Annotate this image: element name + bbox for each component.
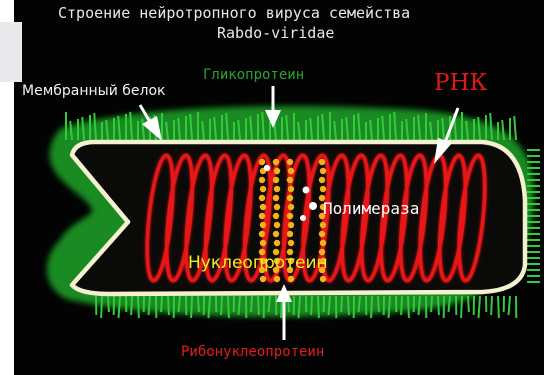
spike xyxy=(468,296,469,312)
spike xyxy=(401,296,402,315)
spike xyxy=(258,296,259,315)
spike xyxy=(479,296,481,318)
nucleoprotein-dot xyxy=(288,276,294,282)
nucleoprotein-dot xyxy=(259,177,265,183)
nucleoprotein-dot xyxy=(259,213,265,219)
nucleoprotein-dot xyxy=(274,204,280,210)
nucleoprotein-dot xyxy=(273,177,279,183)
nucleoprotein-dot xyxy=(287,159,293,165)
spike xyxy=(514,116,516,140)
nucleoprotein-dot xyxy=(320,186,326,192)
title-line-1: Строение нейротропного вируса семейства xyxy=(58,6,410,21)
nucleoprotein-dot xyxy=(287,231,293,237)
nucleoprotein-dot xyxy=(287,195,293,201)
nucleoprotein-dot xyxy=(288,204,294,210)
spike xyxy=(191,296,192,318)
title-line-2: Rabdo-viridae xyxy=(217,26,334,41)
nucleoprotein-dot xyxy=(259,195,265,201)
nucleoprotein-dot xyxy=(260,186,266,192)
label-ribonucleoprotein: Рибонуклеопротеин xyxy=(181,345,324,359)
spike xyxy=(491,296,492,315)
spike xyxy=(461,296,462,318)
nucleoprotein-dot xyxy=(288,222,294,228)
spike xyxy=(498,296,499,318)
spike xyxy=(131,296,132,315)
nucleoprotein-dot xyxy=(319,159,325,165)
nucleoprotein-dot xyxy=(320,240,326,246)
nucleoprotein-dot xyxy=(274,240,280,246)
nucleoprotein-dot xyxy=(320,276,326,282)
nucleoprotein-dot xyxy=(274,276,280,282)
nucleoprotein-dot xyxy=(259,159,265,165)
nucleoprotein-dot xyxy=(288,240,294,246)
spike xyxy=(168,296,169,315)
label-nucleoprotein: Нуклеопротеин xyxy=(188,255,328,272)
nucleoprotein-dot xyxy=(260,276,266,282)
nucleoprotein-dot xyxy=(260,240,266,246)
nucleoprotein-dot xyxy=(319,177,325,183)
spike xyxy=(108,296,109,312)
spike xyxy=(228,296,229,318)
nucleoprotein-dot xyxy=(273,159,279,165)
nucleoprotein-dot xyxy=(288,186,294,192)
spike xyxy=(318,296,319,318)
nucleoprotein-dot xyxy=(288,168,294,174)
nucleoprotein-dot xyxy=(287,213,293,219)
spike xyxy=(509,296,511,315)
spike xyxy=(431,296,432,312)
spike xyxy=(408,296,409,318)
nucleoprotein-dot xyxy=(259,231,265,237)
spike xyxy=(198,296,199,312)
nucleoprotein-dot xyxy=(273,195,279,201)
nucleoprotein-dot xyxy=(274,222,280,228)
nucleoprotein-dot xyxy=(319,231,325,237)
spike xyxy=(138,296,139,318)
nucleoprotein-dot xyxy=(260,204,266,210)
nucleoprotein-dot xyxy=(273,213,279,219)
spike xyxy=(161,296,162,312)
spike xyxy=(251,296,252,312)
spike xyxy=(341,296,342,312)
spike xyxy=(438,296,439,315)
label-glycoprotein: Гликопротеин xyxy=(203,68,304,82)
nucleoprotein-dot xyxy=(320,222,326,228)
spike xyxy=(348,296,349,315)
label-rna: РНК xyxy=(434,72,487,95)
nucleoprotein-dot xyxy=(320,168,326,174)
nucleoprotein-dot xyxy=(274,168,280,174)
nucleoprotein-dot xyxy=(260,222,266,228)
label-polymerase: Полимераза xyxy=(323,201,419,217)
label-membrane-protein: Мембранный белок xyxy=(22,84,165,98)
spike xyxy=(311,296,312,315)
spike xyxy=(101,296,102,318)
nucleoprotein-dot xyxy=(273,231,279,237)
nucleoprotein-dot xyxy=(274,186,280,192)
spike xyxy=(221,296,222,315)
nucleoprotein-dot xyxy=(287,177,293,183)
spike xyxy=(371,296,372,318)
spike xyxy=(378,296,379,312)
